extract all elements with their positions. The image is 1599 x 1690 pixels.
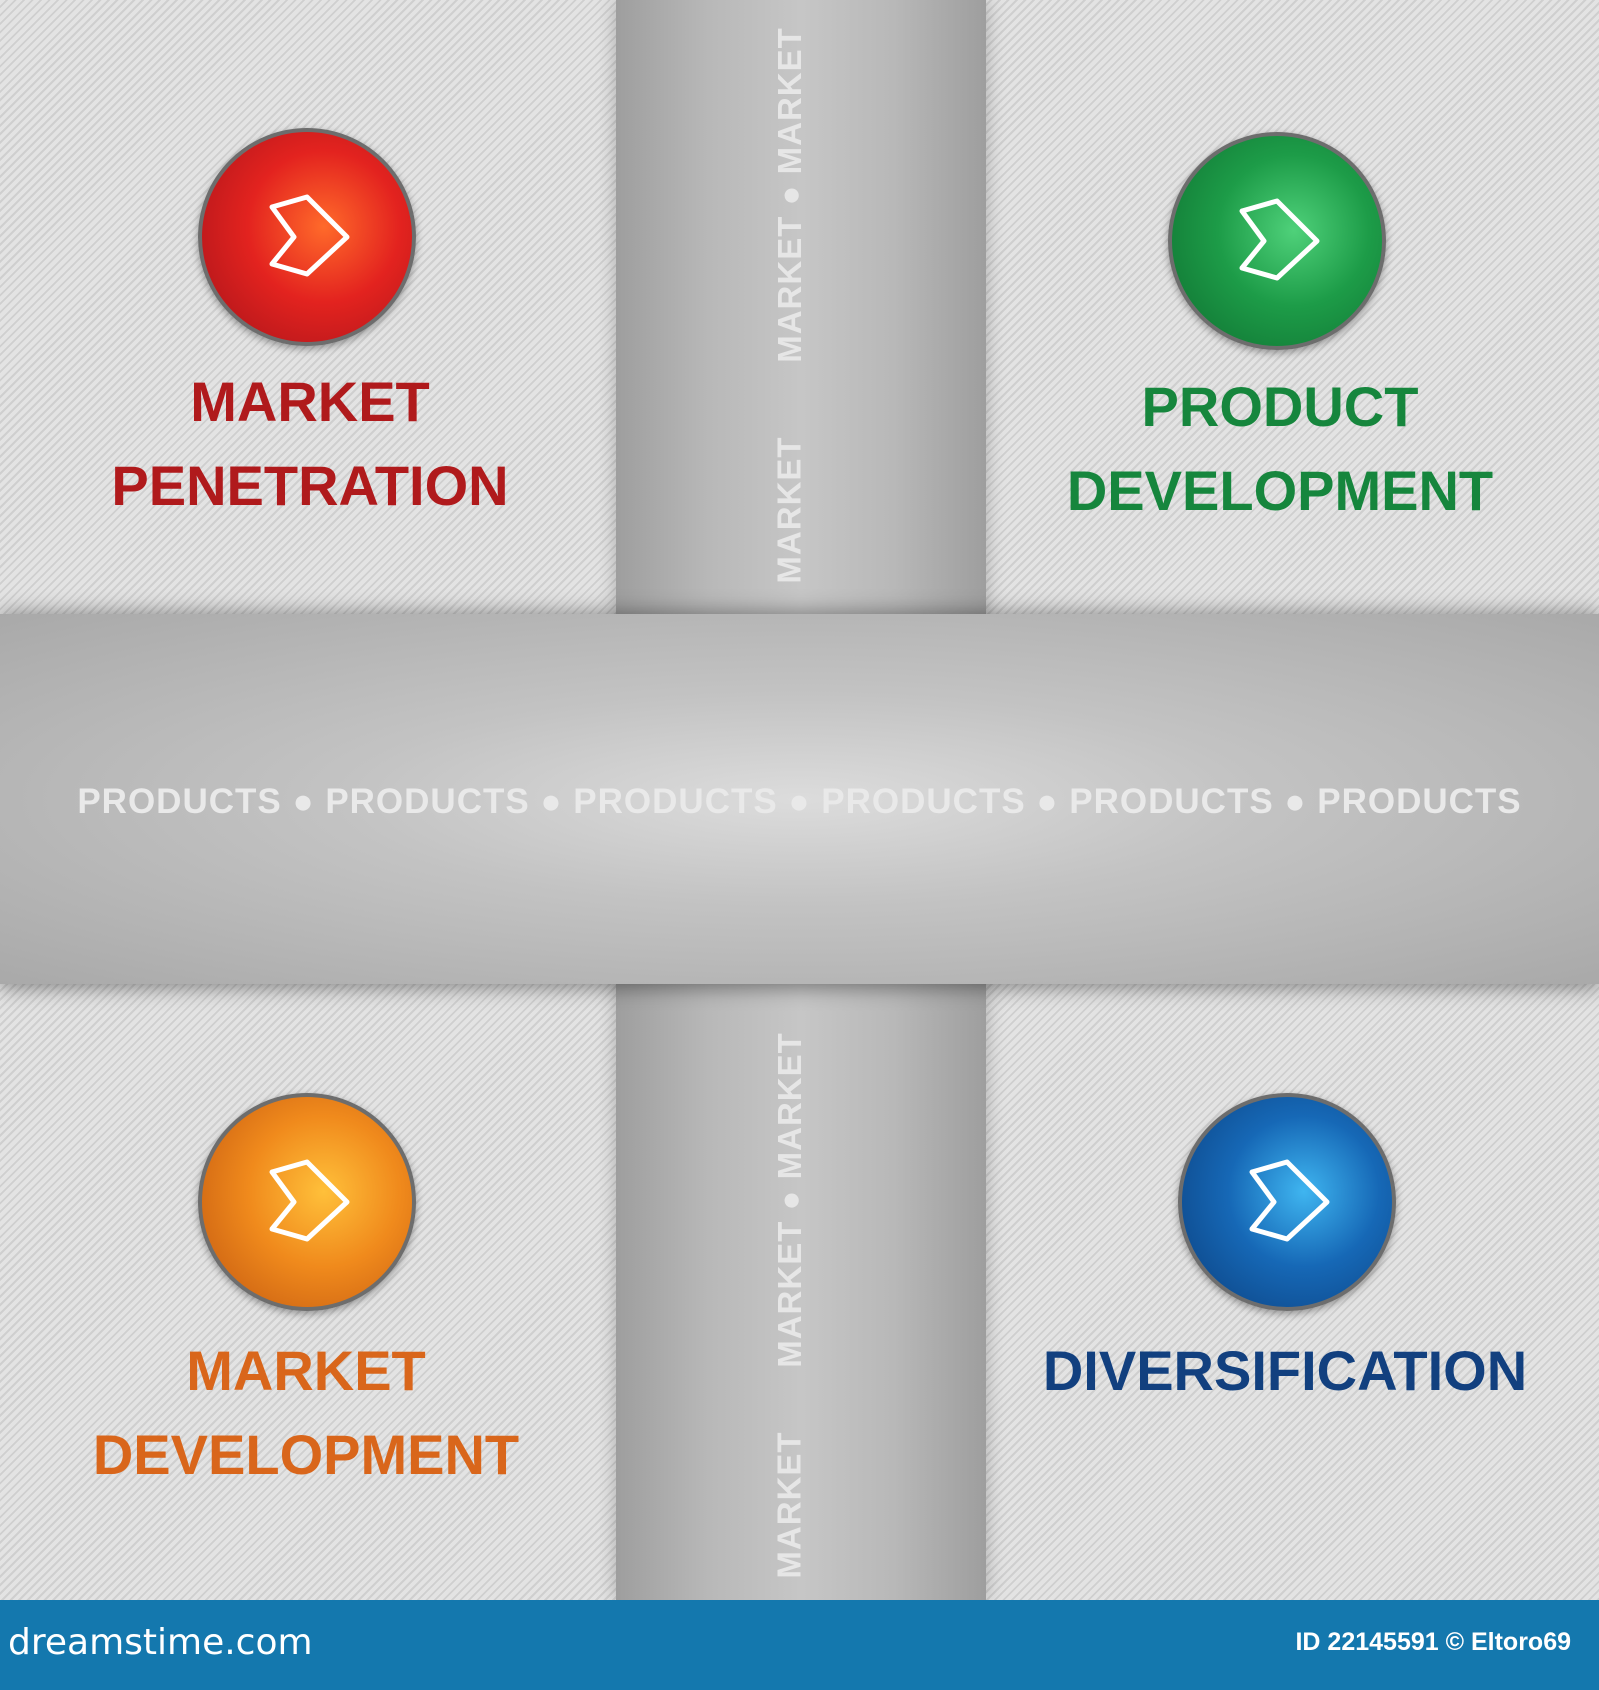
watermark-footer: dreamstime.com ID 22145591 © Eltoro69 xyxy=(0,1600,1599,1690)
arrow-right-icon xyxy=(1239,198,1320,281)
market-development-line2: DEVELOPMENT xyxy=(92,1423,520,1486)
market-penetration-button[interactable] xyxy=(198,128,416,346)
market-penetration-line1: MARKET xyxy=(190,370,430,433)
arrow-right-icon xyxy=(269,194,350,277)
market-penetration-label: MARKET PENETRATION xyxy=(80,360,540,528)
market-axis-label-top-2: MARKET xyxy=(771,436,808,584)
diversification-label: DIVERSIFICATION xyxy=(990,1329,1580,1413)
market-development-line1: MARKET xyxy=(186,1339,426,1402)
products-axis-label: PRODUCTS ● PRODUCTS ● PRODUCTS ● PRODUCT… xyxy=(77,782,1522,821)
market-development-label: MARKET DEVELOPMENT xyxy=(66,1329,546,1497)
market-axis-label-top: MARKET ● MARKET xyxy=(771,27,809,363)
market-axis-label-bottom-2: MARKET xyxy=(771,1431,808,1579)
products-axis-band xyxy=(0,614,1599,984)
product-development-line1: PRODUCT xyxy=(1141,375,1419,438)
product-development-button[interactable] xyxy=(1168,132,1386,350)
site-watermark: dreamstime.com xyxy=(8,1622,313,1663)
market-development-button[interactable] xyxy=(198,1093,416,1311)
arrow-right-icon xyxy=(269,1159,350,1242)
market-penetration-line2: PENETRATION xyxy=(111,454,509,517)
product-development-label: PRODUCT DEVELOPMENT xyxy=(1040,365,1520,533)
market-axis-label-bottom: MARKET ● MARKET xyxy=(771,1032,809,1368)
arrow-right-icon xyxy=(1249,1159,1330,1242)
product-development-line2: DEVELOPMENT xyxy=(1066,459,1494,522)
image-credit: ID 22145591 © Eltoro69 xyxy=(1295,1628,1571,1656)
diversification-line1: DIVERSIFICATION xyxy=(1042,1339,1528,1402)
diversification-button[interactable] xyxy=(1178,1093,1396,1311)
diagram-canvas: MARKET ● MARKET MARKET MARKET ● MARKET M… xyxy=(0,0,1599,1600)
